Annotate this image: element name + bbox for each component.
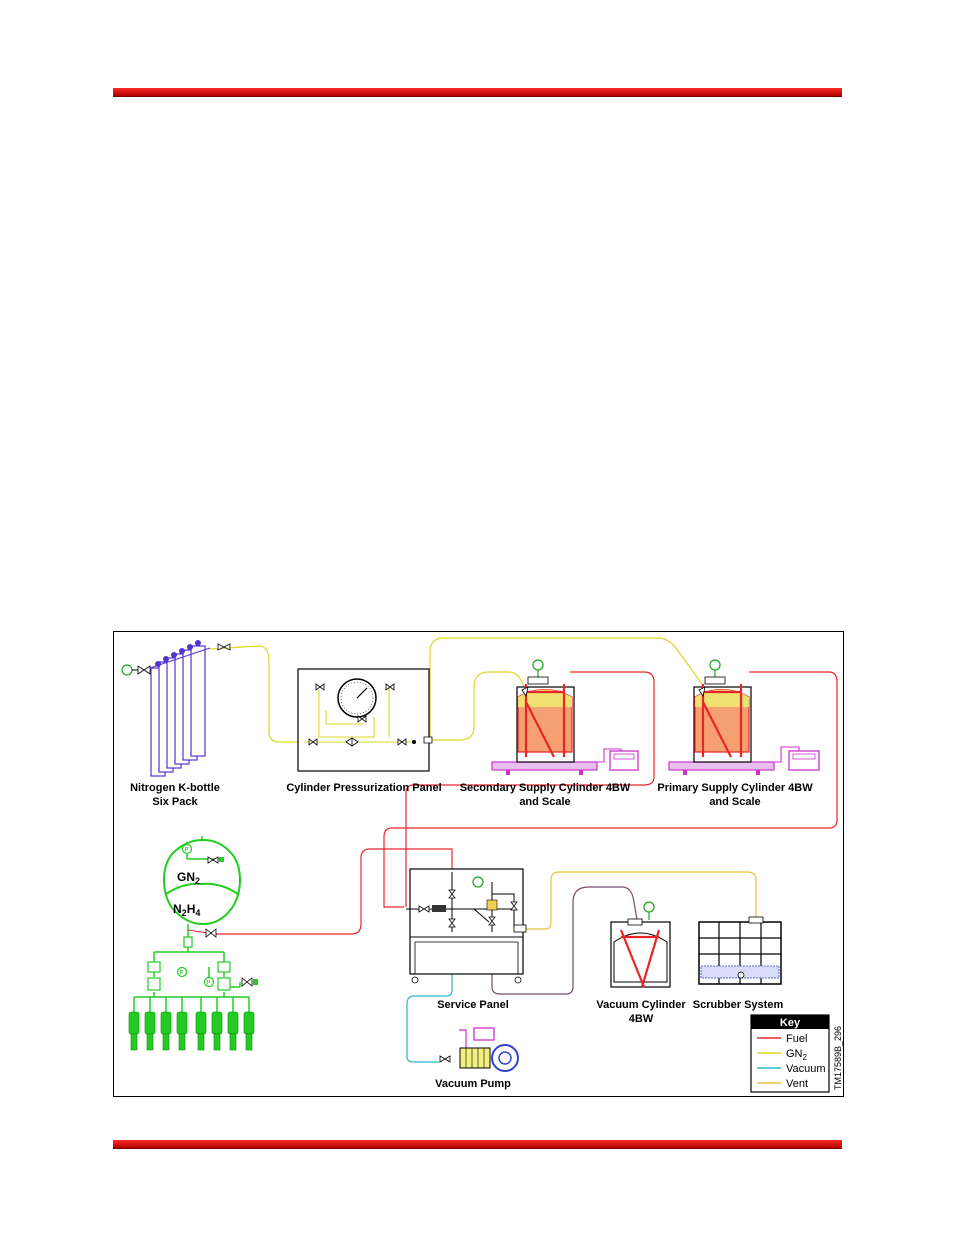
label-vacuum-cylinder-line2: 4BW <box>629 1013 654 1025</box>
label-cylinder-pressurization-panel: Cylinder Pressurization Panel <box>286 782 441 794</box>
fuel-line-primary-to-service <box>383 671 838 908</box>
label-nitrogen-line2: Six Pack <box>152 796 198 808</box>
legend-item-vacuum: Vacuum <box>786 1063 826 1075</box>
manifold-gauge-icon-1 <box>176 966 188 978</box>
vacuum-cylinder-gauge-icon <box>643 901 655 913</box>
legend-title: Key <box>780 1017 801 1029</box>
fuel-lines <box>214 671 838 935</box>
label-primary-line2: and Scale <box>709 796 760 808</box>
vent-line-service-to-scrubber <box>514 871 757 930</box>
bottom-rule <box>113 1140 842 1149</box>
legend-item-fuel: Fuel <box>786 1033 807 1045</box>
legend-item-gn2: GN2 <box>786 1048 808 1062</box>
vacuum-cylinder <box>610 901 671 988</box>
cylinder-pressurization-panel <box>297 668 433 772</box>
panel-regulator-icon <box>345 737 359 747</box>
gn2-line-kbottle-to-panel <box>209 645 304 743</box>
vent-lines <box>514 871 757 930</box>
vacuum-line-service-to-vacuum-cylinder <box>491 886 640 995</box>
gauge-letter-3: P <box>207 981 211 987</box>
drawing-id: TM17589B_296 <box>833 1026 843 1090</box>
label-primary-line1: Primary Supply Cylinder 4BW <box>657 782 813 794</box>
label-vacuum-cylinder-line1: Vacuum Cylinder <box>596 999 686 1011</box>
gn2-n2h4-system: GN2 N2H4 P P P <box>128 836 258 1051</box>
vacuum-pump <box>439 1027 519 1072</box>
primary-gauge-icon <box>709 659 721 671</box>
label-nitrogen-line1: Nitrogen K-bottle <box>130 782 220 794</box>
diagram-canvas: GN2 N2H4 P P P <box>121 637 843 1093</box>
vacuum-line-service-to-pump <box>406 932 453 1063</box>
top-rule <box>113 88 842 97</box>
service-panel <box>406 868 527 984</box>
n2h4-filter-icon <box>183 936 193 948</box>
gn2-pressure-gauge-icon <box>181 843 193 855</box>
vacuum-pump-controller-icon <box>473 1027 495 1041</box>
n2h4-tank-label: N2H4 <box>173 902 200 918</box>
gn2-tank-label: GN2 <box>177 870 200 886</box>
service-panel-gauge-icon <box>472 876 484 888</box>
label-vacuum-pump: Vacuum Pump <box>435 1078 511 1090</box>
component-labels: Nitrogen K-bottle Six Pack Cylinder Pres… <box>130 782 813 1090</box>
legend-item-vent: Vent <box>786 1078 808 1090</box>
kbottle-gauge-icon <box>121 664 133 676</box>
kbottle-valve-icon <box>137 665 151 675</box>
gauge-letter-1: P <box>185 848 189 854</box>
gauge-letter-2: P <box>180 971 184 977</box>
label-secondary-line2: and Scale <box>519 796 570 808</box>
fuel-line-secondary-to-service <box>405 671 655 907</box>
fuel-servicing-diagram: GN2 N2H4 P P P <box>113 631 844 1097</box>
kbottle-6 <box>190 645 206 757</box>
vacuum-lines <box>406 886 640 1063</box>
label-secondary-line1: Secondary Supply Cylinder 4BW <box>460 782 631 794</box>
fuel-line-n2h4-to-service <box>214 848 453 935</box>
gn2-lines <box>209 637 705 743</box>
vacuum-pump-controller-line <box>459 1029 467 1052</box>
nitrogen-kbottle-six-pack <box>121 640 231 777</box>
label-service-panel: Service Panel <box>437 999 509 1011</box>
gn2-line-panel-to-primary <box>429 637 705 740</box>
secondary-gauge-icon <box>532 659 544 671</box>
primary-supply-cylinder <box>668 659 820 775</box>
gn2-line-panel-to-secondary <box>432 671 527 741</box>
kbottle-outlet-valve-icon <box>217 643 231 651</box>
manifold-gauge-icon-2 <box>203 976 215 988</box>
secondary-supply-cylinder <box>491 659 639 775</box>
scrubber-system <box>698 916 782 985</box>
propellant-tank-row <box>128 1011 255 1051</box>
vacuum-pump-rotor-icon <box>491 1044 519 1072</box>
legend-key: Key Fuel GN2 Vacuum Vent <box>750 1014 830 1093</box>
label-scrubber-system: Scrubber System <box>693 999 784 1011</box>
